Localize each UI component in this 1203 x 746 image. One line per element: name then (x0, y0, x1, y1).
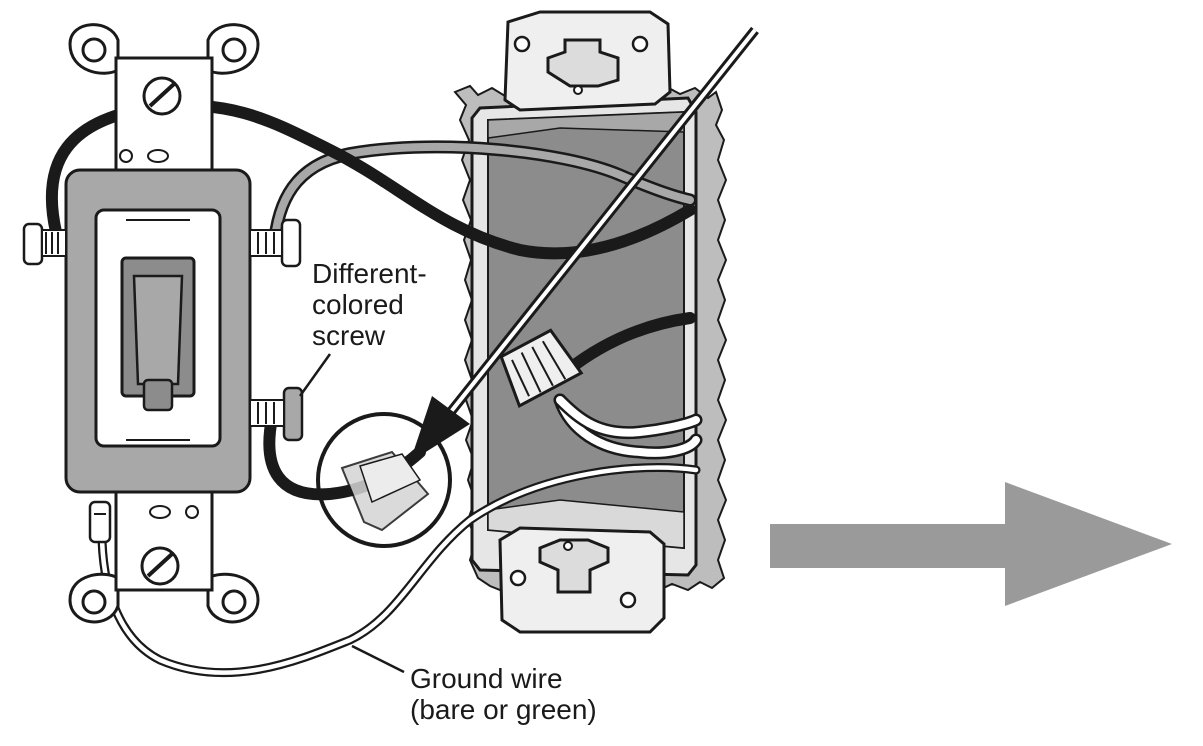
highlight-circle (316, 412, 452, 548)
tape-detail (316, 412, 452, 548)
terminal-screw-different-colored (249, 386, 304, 442)
electrical-box (453, 10, 728, 634)
switch-yoke-bottom-hole-right (221, 589, 247, 615)
wire-nut (499, 328, 584, 408)
box-ear-top-hole-left (513, 35, 531, 53)
light-switch (22, 23, 304, 624)
switch-yoke-bottom-hole-left (81, 589, 107, 615)
wires (45, 99, 703, 678)
switch-yoke-top-hole-right (221, 37, 247, 63)
screw-label: Different- colored screw (312, 258, 427, 351)
ground-leader-line (351, 644, 405, 674)
black-wire-top (45, 99, 696, 260)
box-ear-bottom-screw-hole (563, 541, 573, 551)
box-ledge-top (487, 111, 685, 139)
box-ear-top-slot (546, 38, 620, 88)
terminal-screw-top-left (22, 222, 67, 266)
pointer-arrow (410, 26, 759, 462)
box-ear-top-hole-right (631, 35, 649, 53)
ground-wire-label: Ground wire (bare or green) (410, 663, 597, 725)
next-step-arrow (770, 482, 1172, 606)
terminal-screw-top-right (249, 218, 302, 268)
black-wire-nut (562, 312, 696, 376)
box-ear-bottom-hole-right (619, 591, 637, 609)
box-ear-top-screw-hole (573, 85, 583, 95)
box-ear-bottom-hole-left (509, 569, 527, 587)
switch-toggle-lever (132, 274, 184, 386)
pointer-arrow-head (410, 396, 470, 462)
screw-leader-line (298, 353, 332, 397)
box-ear-bottom-slot (538, 538, 610, 594)
switch-yoke-top-hole-left (81, 37, 107, 63)
ground-terminal-screw (88, 500, 112, 544)
